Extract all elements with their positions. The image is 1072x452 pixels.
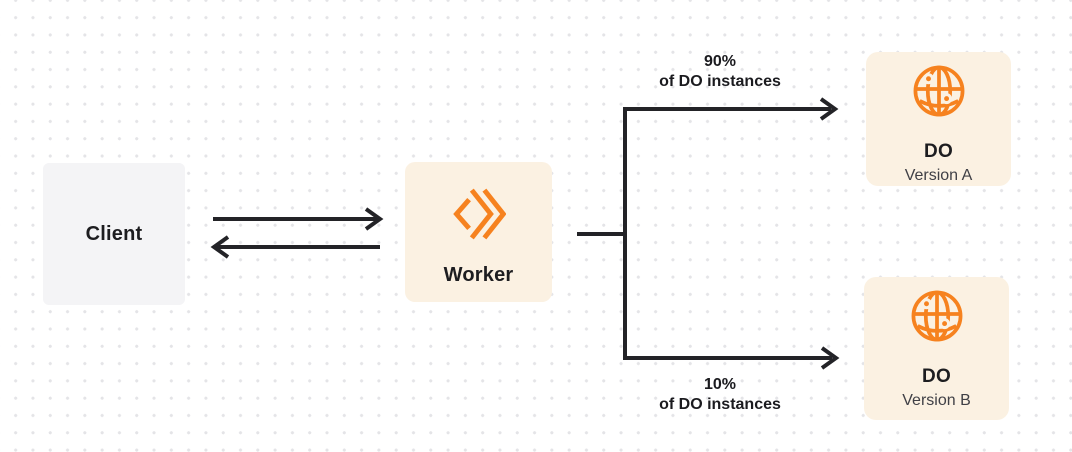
arrow-client-to-worker-head [364,207,384,231]
arrow-to-version-b-head [820,346,840,370]
split-10-percent: 10% [703,376,737,393]
split-10-label: 10% of DO instances [630,375,810,415]
client-node: Client [43,163,185,305]
split-10-caption: of DO instances [659,396,781,413]
do-a-subtitle: Version A [904,167,973,184]
arrow-worker-to-client-head [210,235,230,259]
arrow-to-version-a-head [819,97,839,121]
split-90-caption: of DO instances [659,73,781,90]
workers-icon [452,188,506,240]
client-label: Client [85,222,143,245]
split-90-percent: 90% [703,53,737,70]
durable-object-globe-icon [913,65,964,117]
do-version-b-node: DO Version B [864,277,1009,420]
split-90-label: 90% of DO instances [630,52,810,92]
do-b-subtitle: Version B [902,392,971,409]
worker-label: Worker [443,264,514,286]
durable-object-globe-icon [911,290,962,342]
branch-split-line [623,107,832,360]
do-version-a-node: DO Version A [866,52,1011,186]
do-b-title: DO [921,366,952,387]
do-a-title: DO [923,141,954,162]
worker-node: Worker [405,162,552,302]
